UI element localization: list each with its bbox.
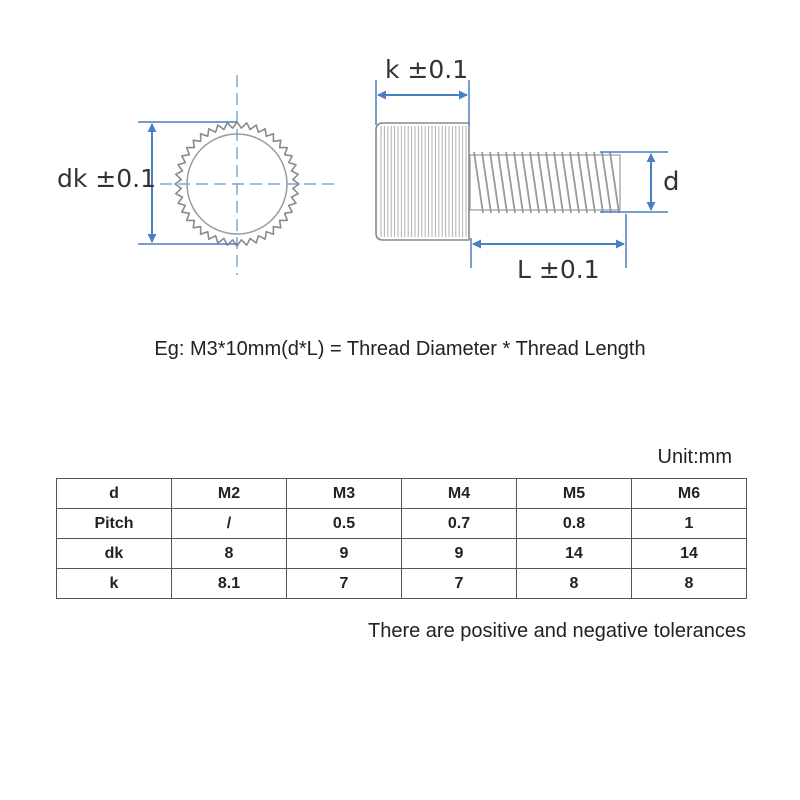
thread-crest: [473, 151, 484, 214]
row-header-cell: k: [56, 568, 172, 599]
table-cell: 8: [631, 568, 747, 599]
thread-crest: [497, 151, 508, 214]
thread-crest: [553, 151, 564, 214]
table-cell: M3: [286, 478, 402, 509]
head-knurl-lines: [380, 126, 467, 237]
front-view: dk ±0.1: [57, 75, 340, 275]
table-cell: M4: [401, 478, 517, 509]
table-cell: 7: [401, 568, 517, 599]
thread-crest: [609, 151, 620, 214]
table-cell: 8: [516, 568, 632, 599]
thread-crest: [577, 151, 588, 214]
screw-head: [375, 122, 470, 241]
head-inner-circle: [186, 133, 288, 235]
thread-crest: [601, 151, 612, 214]
row-header-cell: dk: [56, 538, 172, 569]
l-label: L ±0.1: [517, 255, 600, 284]
table-row: k 8.1 7 7 8 8: [56, 568, 747, 599]
table-row: d M2 M3 M4 M5 M6: [56, 478, 747, 509]
thread-crest: [593, 151, 604, 214]
unit-label: Unit:mm: [657, 446, 732, 468]
thread-crest: [521, 151, 532, 214]
table-cell: 0.8: [516, 508, 632, 539]
thread-crest: [513, 151, 524, 214]
example-caption: Eg: M3*10mm(d*L) = Thread Diameter * Thr…: [154, 338, 646, 360]
screw-dimension-drawing: dk ±0.1 k ±0.1 d L ±0.1: [57, 55, 680, 284]
thread-crest: [529, 151, 540, 214]
table-cell: 14: [631, 538, 747, 569]
thread-crest: [569, 151, 580, 214]
row-header-cell: Pitch: [56, 508, 172, 539]
row-header-cell: d: [56, 478, 172, 509]
table-cell: 0.7: [401, 508, 517, 539]
screw-thread: [469, 151, 621, 214]
spec-table: d M2 M3 M4 M5 M6 Pitch / 0.5 0.7 0.8 1 d…: [56, 478, 747, 599]
table-cell: 7: [286, 568, 402, 599]
table-cell: 8: [171, 538, 287, 569]
table-cell: M6: [631, 478, 747, 509]
thread-crest: [489, 151, 500, 214]
knurled-head-outline: [174, 121, 300, 247]
thread-crest: [561, 151, 572, 214]
side-view: k ±0.1 d L ±0.1: [375, 55, 680, 284]
table-cell: 9: [286, 538, 402, 569]
table-cell: 8.1: [171, 568, 287, 599]
tolerance-note: There are positive and negative toleranc…: [367, 620, 746, 642]
thread-crest: [545, 151, 556, 214]
table-cell: 1: [631, 508, 747, 539]
d-label: d: [663, 167, 680, 197]
thread-crest: [537, 151, 548, 214]
table-cell: 9: [401, 538, 517, 569]
k-label: k ±0.1: [385, 55, 468, 84]
table-cell: /: [171, 508, 287, 539]
table-cell: 14: [516, 538, 632, 569]
table-cell: M5: [516, 478, 632, 509]
thread-crest: [505, 151, 516, 214]
table-cell: M2: [171, 478, 287, 509]
thread-crest: [585, 151, 596, 214]
dk-label: dk ±0.1: [57, 164, 156, 193]
thread-crest: [481, 151, 492, 214]
table-row: dk 8 9 9 14 14: [56, 538, 747, 569]
table-row: Pitch / 0.5 0.7 0.8 1: [56, 508, 747, 539]
table-cell: 0.5: [286, 508, 402, 539]
